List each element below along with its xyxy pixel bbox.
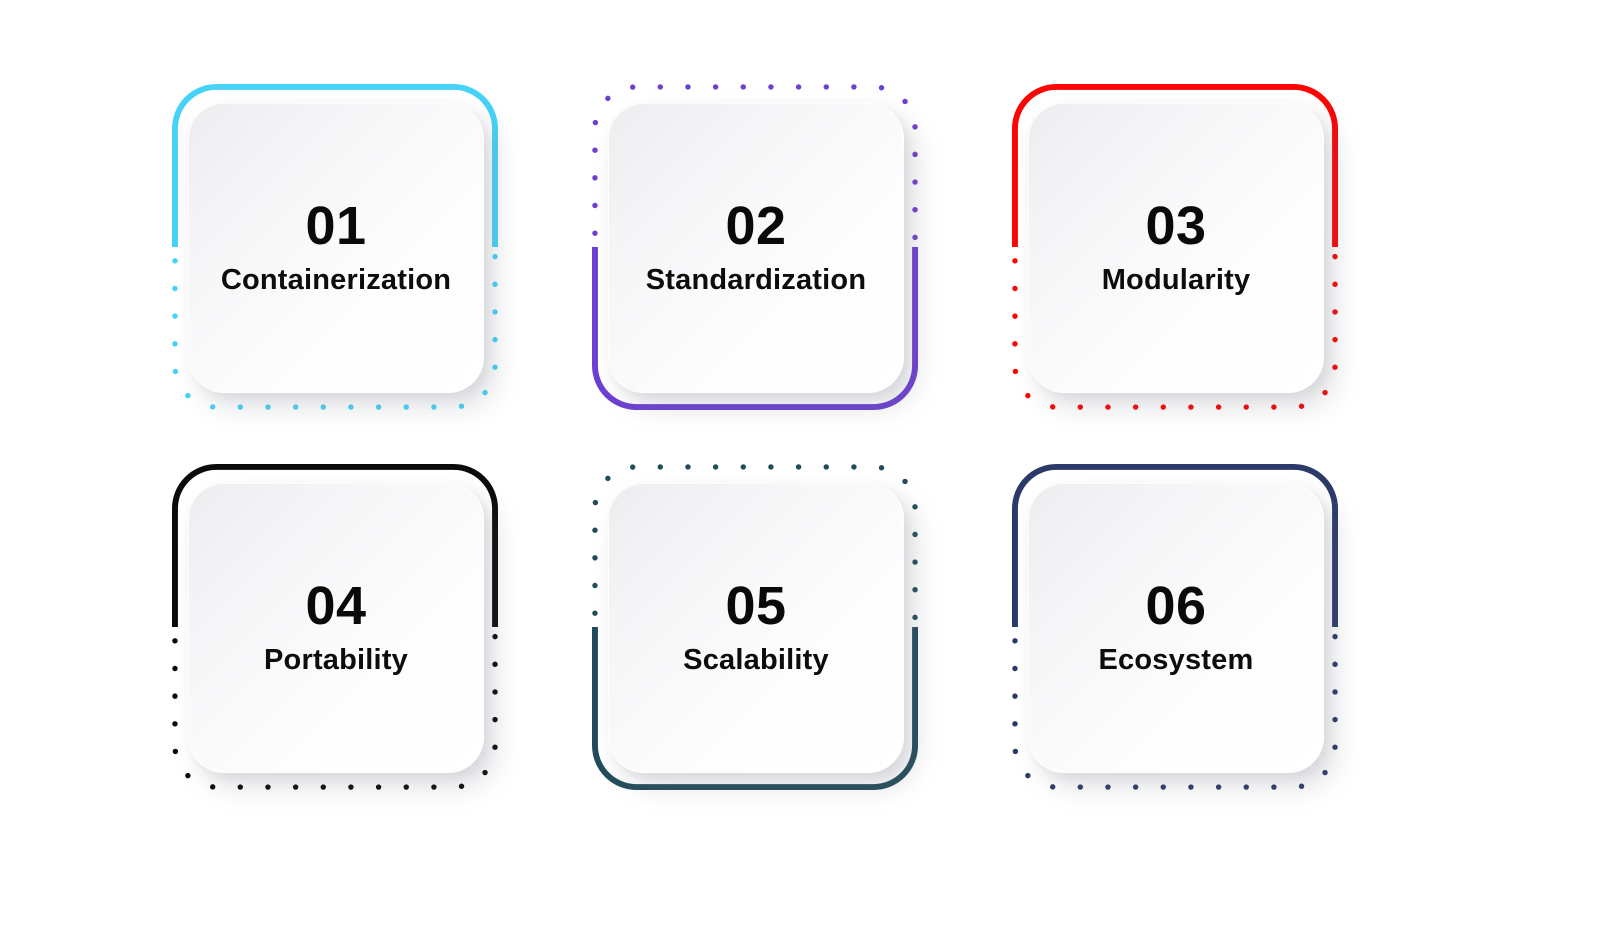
card-body: 06 Ecosystem bbox=[1028, 483, 1324, 773]
card-title: Modularity bbox=[1101, 264, 1251, 297]
card-number: 02 bbox=[725, 196, 787, 257]
card-number: 04 bbox=[305, 576, 367, 637]
card-body: 04 Portability bbox=[188, 483, 484, 773]
card-body: 02 Standardization bbox=[608, 103, 904, 393]
cards-grid: 01 Containerization 02 Standardization 0… bbox=[172, 84, 1338, 790]
feature-card: 05 Scalability bbox=[592, 464, 918, 790]
card-body: 05 Scalability bbox=[608, 483, 904, 773]
feature-card: 01 Containerization bbox=[172, 84, 498, 410]
feature-card: 03 Modularity bbox=[1012, 84, 1338, 410]
card-number: 03 bbox=[1145, 196, 1207, 257]
feature-card: 06 Ecosystem bbox=[1012, 464, 1338, 790]
card-number: 01 bbox=[305, 196, 367, 257]
card-title: Standardization bbox=[645, 264, 867, 297]
card-number: 05 bbox=[725, 576, 787, 637]
card-body: 01 Containerization bbox=[188, 103, 484, 393]
feature-card: 02 Standardization bbox=[592, 84, 918, 410]
card-number: 06 bbox=[1145, 576, 1207, 637]
card-title: Containerization bbox=[220, 264, 452, 297]
card-title: Portability bbox=[264, 644, 408, 677]
card-body: 03 Modularity bbox=[1028, 103, 1324, 393]
feature-card: 04 Portability bbox=[172, 464, 498, 790]
card-title: Ecosystem bbox=[1098, 644, 1254, 677]
card-title: Scalability bbox=[683, 644, 829, 677]
